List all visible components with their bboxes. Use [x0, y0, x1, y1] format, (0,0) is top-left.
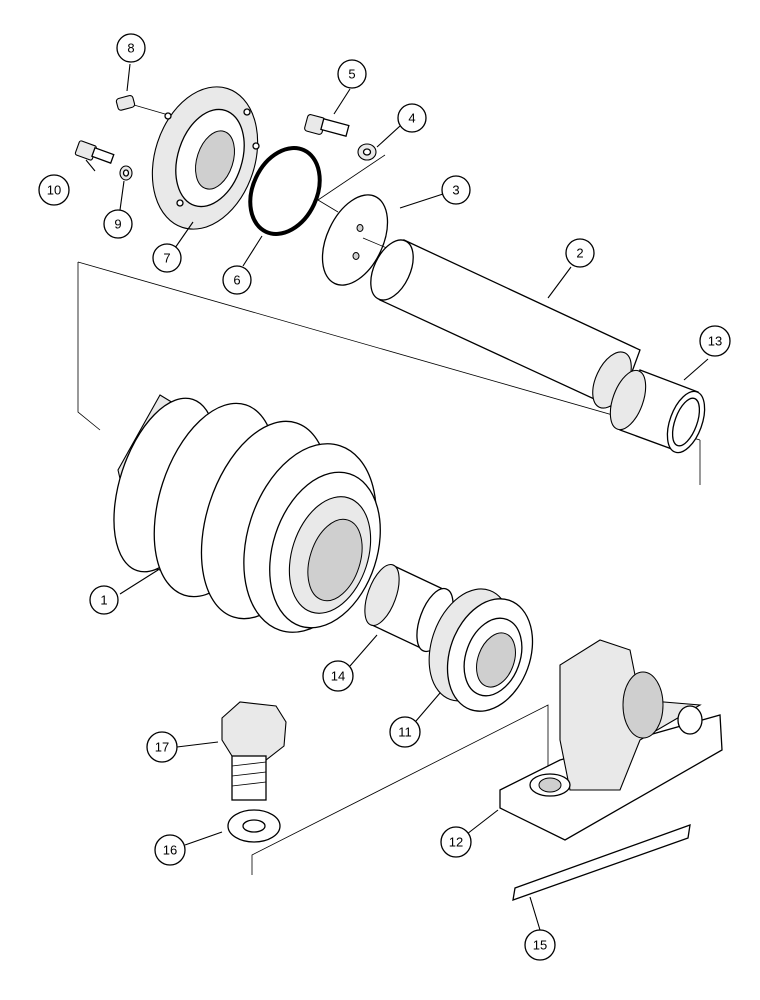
- callout-11: 11: [389, 716, 421, 748]
- callout-4: 4: [397, 103, 427, 133]
- bushing-part: [609, 369, 706, 454]
- set-screw-part: [115, 94, 166, 115]
- callout-3-label: 3: [452, 183, 459, 198]
- callout-2-label: 2: [576, 246, 583, 261]
- callout-9: 9: [103, 209, 133, 239]
- callout-7-label: 7: [163, 251, 170, 266]
- callout-5-label: 5: [348, 67, 355, 82]
- shim-strip-part: [512, 824, 691, 901]
- callout-17-label: 17: [155, 740, 169, 755]
- bolt-part: [304, 114, 350, 137]
- callout-6: 6: [222, 265, 252, 295]
- callout-1: 1: [89, 585, 119, 615]
- bracket-part: [499, 639, 723, 841]
- callout-8: 8: [116, 33, 146, 63]
- callout-13-label: 13: [708, 334, 722, 349]
- callout-9-label: 9: [114, 217, 121, 232]
- hex-bolt-part: [221, 701, 287, 801]
- callout-6-label: 6: [233, 273, 240, 288]
- callout-5: 5: [337, 59, 367, 89]
- leader-lines: [85, 63, 709, 931]
- small-bolt-part: [74, 140, 115, 164]
- callout-4-label: 4: [408, 111, 415, 126]
- callout-1-label: 1: [100, 593, 107, 608]
- callout-3: 3: [441, 175, 471, 205]
- callout-11-label: 11: [398, 725, 412, 740]
- callout-15: 15: [524, 929, 556, 961]
- callout-8-label: 8: [127, 41, 134, 56]
- o-ring-part: [248, 146, 322, 236]
- roller-part: [113, 394, 381, 633]
- callout-7: 7: [152, 243, 182, 273]
- seal-assembly-part: [428, 588, 534, 712]
- callout-16-label: 16: [163, 843, 177, 858]
- thrust-plate-part: [321, 194, 421, 286]
- shaft-part: [370, 239, 641, 411]
- callout-10-label: 10: [47, 183, 61, 198]
- callout-14-label: 14: [331, 669, 345, 684]
- callout-17: 17: [146, 731, 178, 763]
- lock-washer-part: [119, 165, 133, 181]
- end-cap-part: [151, 86, 260, 230]
- callout-15-label: 15: [533, 938, 547, 953]
- callout-16: 16: [154, 834, 186, 866]
- callout-2: 2: [565, 238, 595, 268]
- callout-10: 10: [38, 174, 70, 206]
- callout-12: 12: [440, 826, 472, 858]
- assembly-lines: [77, 154, 701, 875]
- callout-12-label: 12: [449, 835, 463, 850]
- flat-washer-part: [227, 809, 281, 843]
- callout-13: 13: [699, 325, 731, 357]
- nut-part: [357, 143, 377, 161]
- callout-14: 14: [322, 660, 354, 692]
